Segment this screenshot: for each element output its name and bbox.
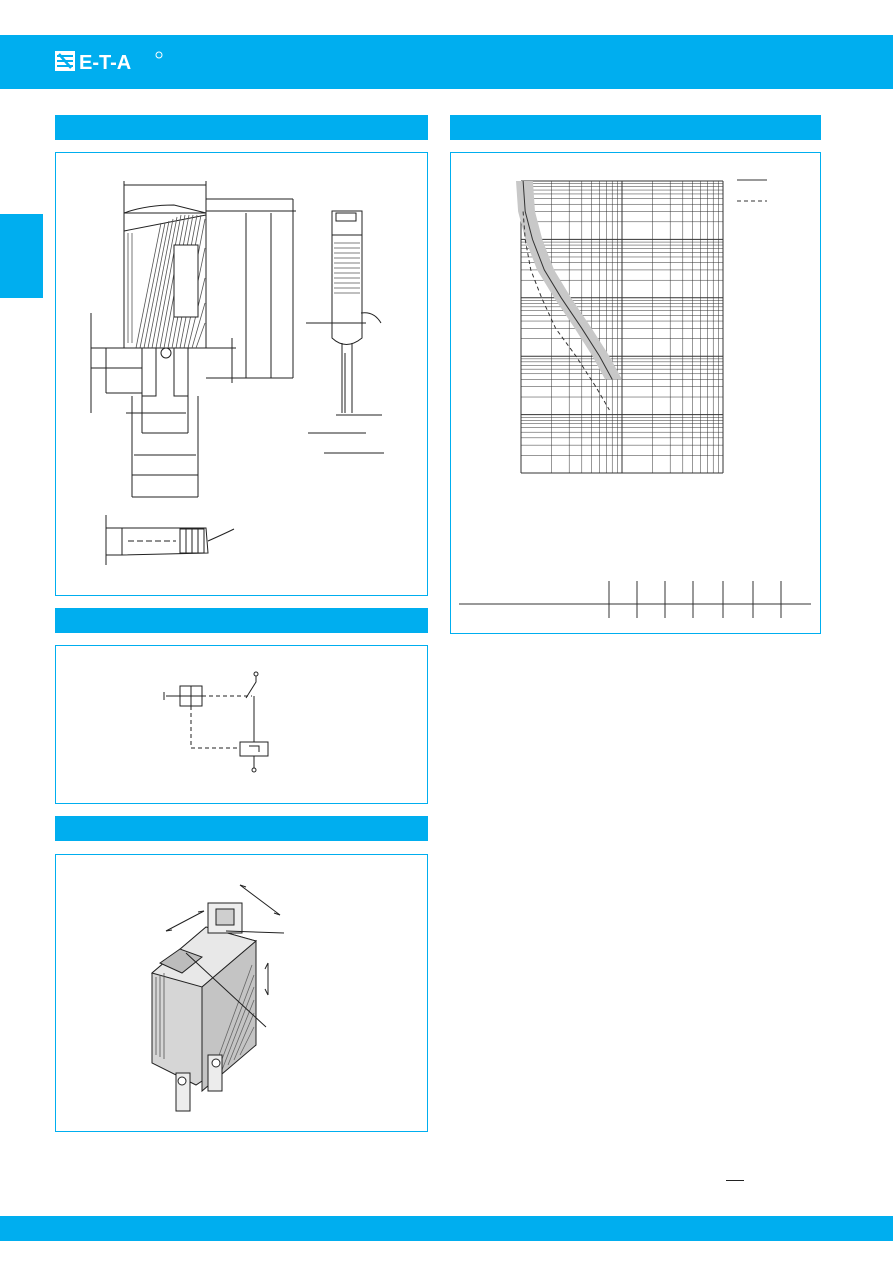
footer-bar <box>0 1216 893 1241</box>
series-dashed-line <box>522 211 610 411</box>
section-header-dimensions <box>55 115 428 140</box>
section-header-characteristic <box>450 115 821 140</box>
section-header-product <box>55 816 428 841</box>
eta-logo-icon: E-T-A <box>55 51 163 73</box>
chart-grid <box>520 180 724 474</box>
circuit-schematic <box>163 671 269 773</box>
product-illustration <box>150 884 285 1112</box>
dimension-drawing <box>90 181 384 565</box>
logo-text: E-T-A <box>79 52 131 73</box>
dimensions-panel <box>55 152 428 596</box>
header-bar: E-T-A <box>0 35 893 89</box>
chart-legend <box>737 179 767 202</box>
series-solid-line <box>522 180 613 380</box>
side-tab <box>0 214 43 298</box>
registered-mark-icon <box>155 51 163 59</box>
schematic-panel <box>55 645 428 804</box>
ratings-table <box>459 581 811 618</box>
section-header-schematic <box>55 608 428 633</box>
tolerance-band <box>516 181 622 380</box>
page-marker-line <box>726 1180 744 1181</box>
characteristic-panel <box>450 152 821 634</box>
time-current-chart <box>459 179 811 618</box>
product-panel <box>55 854 428 1132</box>
